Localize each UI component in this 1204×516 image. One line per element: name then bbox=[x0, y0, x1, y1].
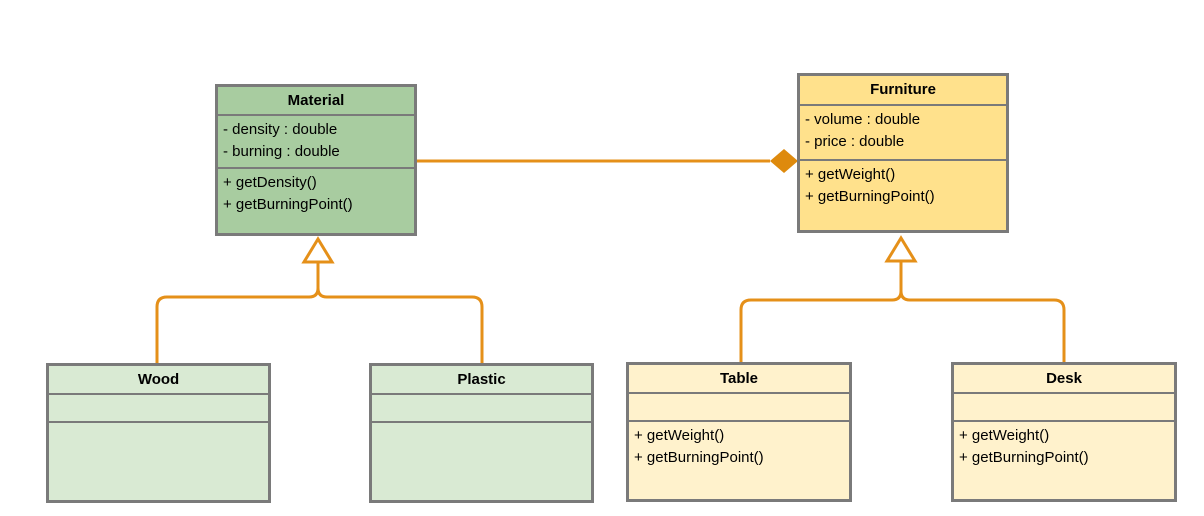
method-line: + getWeight() bbox=[634, 427, 725, 444]
class-methods: + getWeight() + getBurningPoint() bbox=[800, 159, 1006, 230]
class-methods: + getWeight() + getBurningPoint() bbox=[629, 420, 849, 499]
class-box-wood[interactable]: Wood bbox=[46, 363, 271, 503]
class-box-desk[interactable]: Desk + getWeight() + getBurningPoint() bbox=[951, 362, 1177, 502]
class-attributes bbox=[954, 392, 1174, 420]
method-line: + getBurningPoint() bbox=[959, 449, 1089, 466]
class-title: Wood bbox=[137, 370, 180, 388]
class-box-plastic[interactable]: Plastic bbox=[369, 363, 594, 503]
class-attributes bbox=[372, 393, 591, 421]
edge-composition-material-furniture[interactable] bbox=[417, 149, 798, 173]
edge-generalization-desk-furniture[interactable] bbox=[899, 261, 1066, 362]
class-methods: + getDensity() + getBurningPoint() bbox=[218, 167, 414, 233]
method-line: + getBurningPoint() bbox=[223, 196, 353, 213]
edge-generalization-table-furniture[interactable] bbox=[739, 261, 903, 362]
attribute-line: - volume : double bbox=[805, 111, 921, 128]
attribute-line: - burning : double bbox=[223, 143, 340, 160]
class-methods bbox=[49, 421, 268, 500]
composition-diamond-icon bbox=[770, 149, 798, 173]
edge-generalization-wood-material[interactable] bbox=[155, 262, 320, 363]
class-methods: + getWeight() + getBurningPoint() bbox=[954, 420, 1174, 499]
class-title: Material bbox=[287, 91, 345, 109]
class-box-furniture[interactable]: Furniture - volume : double - price : do… bbox=[797, 73, 1009, 233]
class-attributes: - density : double - burning : double bbox=[218, 114, 414, 167]
class-attributes bbox=[49, 393, 268, 421]
generalization-arrow-icon bbox=[884, 235, 918, 263]
class-attributes bbox=[629, 392, 849, 420]
method-line: + getBurningPoint() bbox=[634, 449, 764, 466]
method-line: + getBurningPoint() bbox=[805, 188, 935, 205]
class-title: Furniture bbox=[870, 81, 936, 98]
generalization-arrow-icon bbox=[301, 236, 335, 264]
attribute-line: - price : double bbox=[805, 133, 905, 150]
class-methods bbox=[372, 421, 591, 500]
class-box-table[interactable]: Table + getWeight() + getBurningPoint() bbox=[626, 362, 852, 502]
method-line: + getWeight() bbox=[805, 166, 896, 183]
class-attributes: - volume : double - price : double bbox=[800, 104, 1006, 159]
class-title: Plastic bbox=[457, 370, 506, 388]
method-line: + getDensity() bbox=[223, 174, 317, 191]
attribute-line: - density : double bbox=[223, 121, 338, 138]
class-box-material[interactable]: Material - density : double - burning : … bbox=[215, 84, 417, 236]
edge-generalization-plastic-material[interactable] bbox=[316, 262, 484, 363]
class-title: Table bbox=[719, 369, 759, 387]
class-title: Desk bbox=[1046, 369, 1082, 387]
method-line: + getWeight() bbox=[959, 427, 1050, 444]
